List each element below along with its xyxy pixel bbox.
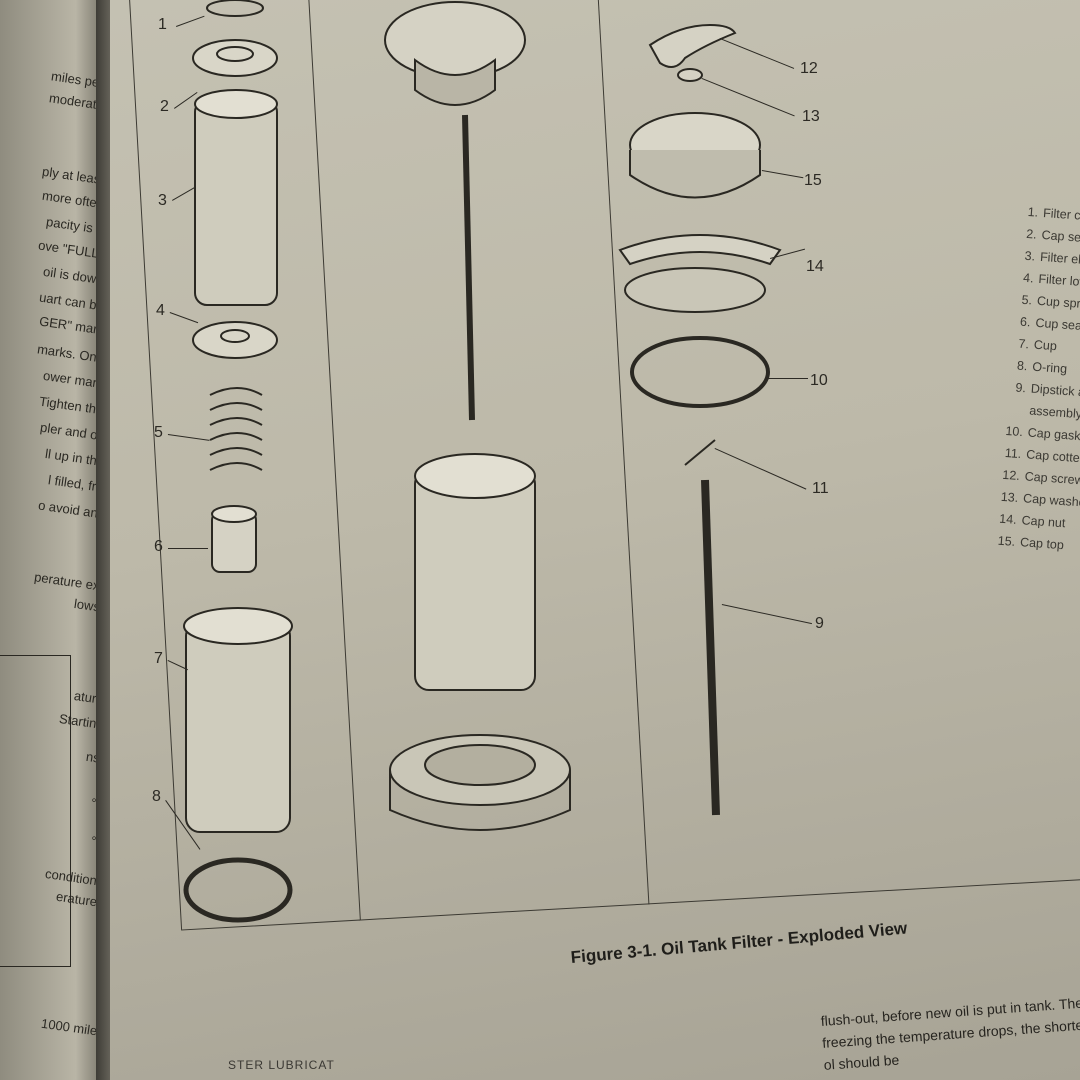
left-page-text-line: perature ex- [33, 569, 105, 594]
cap-gasket-drawing [630, 336, 770, 408]
filter-lower-retainer-drawing [192, 321, 278, 359]
legend-number: 11. [1004, 445, 1022, 462]
page-footer: STER LUBRICAT [228, 1058, 335, 1072]
callout-9: 9 [815, 615, 824, 632]
cap-nut-drawing [618, 234, 782, 266]
legend-number: 1. [1027, 204, 1039, 220]
exploded-view-illustration [183, 0, 782, 923]
legend-label: Cap gasket [1027, 425, 1080, 444]
leader-line [768, 378, 808, 379]
callout-5: 5 [154, 424, 163, 441]
legend-number: 9. [1014, 380, 1027, 396]
left-page-text-line: marks. One [36, 341, 105, 366]
legend-label: Cap screw [1024, 469, 1080, 488]
left-page-text-line: uart can be [38, 289, 105, 314]
legend-number: 15. [997, 533, 1016, 549]
legend-number: 6. [1019, 314, 1031, 330]
callout-7: 7 [154, 650, 163, 667]
callout-15: 15 [804, 172, 822, 189]
leader-line [168, 548, 208, 549]
cap-washer-drawing [677, 68, 703, 82]
left-page-text-line: GER" mark [37, 313, 105, 338]
callout-4: 4 [156, 302, 165, 319]
legend-number: 5. [1021, 292, 1033, 308]
callout-10: 10 [810, 372, 828, 389]
right-page: 1 2 3 4 5 6 7 8 9 10 11 12 13 14 15 1.Fi… [110, 0, 1080, 1080]
legend-label: Cup seal [1035, 315, 1080, 334]
legend-label: Cap cotter pin [1025, 447, 1080, 466]
tank-cap-drawing [384, 1, 526, 79]
legend-label: Cap nut [1021, 513, 1066, 531]
callout-13: 13 [802, 108, 820, 125]
cap-cotter-pin-drawing [684, 439, 716, 466]
left-page-text-line: o avoid any [36, 497, 105, 522]
legend-label: O-ring [1031, 359, 1068, 377]
legend-number: 8. [1016, 358, 1028, 374]
legend-label: Cup spring [1036, 293, 1080, 312]
callout-1: 1 [158, 16, 167, 33]
tank-dipstick-drawing [462, 114, 475, 421]
legend-label: Cap top [1019, 535, 1065, 553]
cup-drawing [185, 621, 291, 833]
o-ring-drawing [183, 857, 293, 923]
dipstick-valve-drawing [701, 479, 720, 816]
callout-11: 11 [812, 480, 829, 497]
left-page-text-line: Tighten the [38, 393, 105, 418]
legend-number: 3. [1024, 248, 1036, 264]
legend-number: 4. [1022, 270, 1035, 286]
legend-number: 14. [998, 511, 1018, 527]
callout-12: 12 [800, 60, 818, 77]
left-page-text-line: pler and oil [39, 419, 105, 444]
filter-element-drawing [194, 99, 278, 306]
legend-label: Filter clip [1042, 206, 1080, 224]
callout-8: 8 [152, 788, 161, 805]
callout-3: 3 [158, 192, 167, 209]
legend-number: 10. [1004, 423, 1024, 440]
legend-label: assembly [1028, 403, 1080, 422]
cap-screw-drawing [648, 23, 737, 68]
callout-14: 14 [806, 258, 824, 275]
legend-number: 2. [1025, 226, 1038, 242]
cap-seal-washer-drawing [192, 39, 278, 77]
legend-label: Cup [1033, 337, 1058, 354]
cup-spring-drawing [209, 387, 263, 471]
callout-6: 6 [154, 538, 163, 555]
left-page-text-line: ove "FULL" [37, 237, 105, 262]
legend-number: 12. [1001, 467, 1021, 483]
left-page-table [0, 655, 71, 967]
filter-clip-drawing [206, 0, 264, 17]
filter-housing-drawing [414, 469, 536, 691]
callout-2: 2 [160, 98, 169, 115]
legend-label: Filter element [1039, 249, 1080, 270]
legend-number: 13. [1000, 489, 1019, 505]
legend-number: 7. [1018, 336, 1030, 352]
legend-label: Cap washer [1022, 491, 1080, 510]
